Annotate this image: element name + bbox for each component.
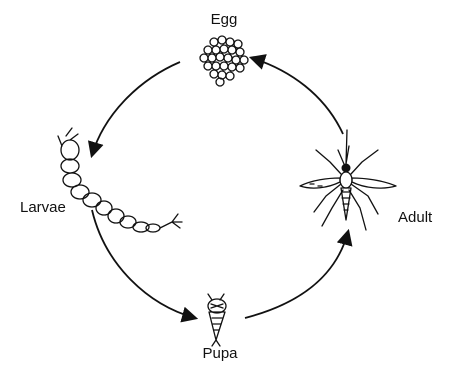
adult-label: Adult: [398, 209, 433, 226]
pupa-icon: [208, 294, 226, 346]
larva-icon: [58, 128, 182, 232]
egg-cluster-icon: [200, 36, 248, 86]
egg-label: Egg: [211, 11, 238, 28]
arrow-larvae-to-pupa: [92, 210, 195, 318]
larvae-label: Larvae: [20, 199, 66, 216]
pupa-label: Pupa: [202, 345, 238, 362]
arrow-egg-to-larvae: [92, 62, 180, 155]
arrow-adult-to-egg: [252, 58, 343, 134]
arrow-pupa-to-adult: [245, 232, 348, 318]
mosquito-icon: [300, 130, 396, 230]
